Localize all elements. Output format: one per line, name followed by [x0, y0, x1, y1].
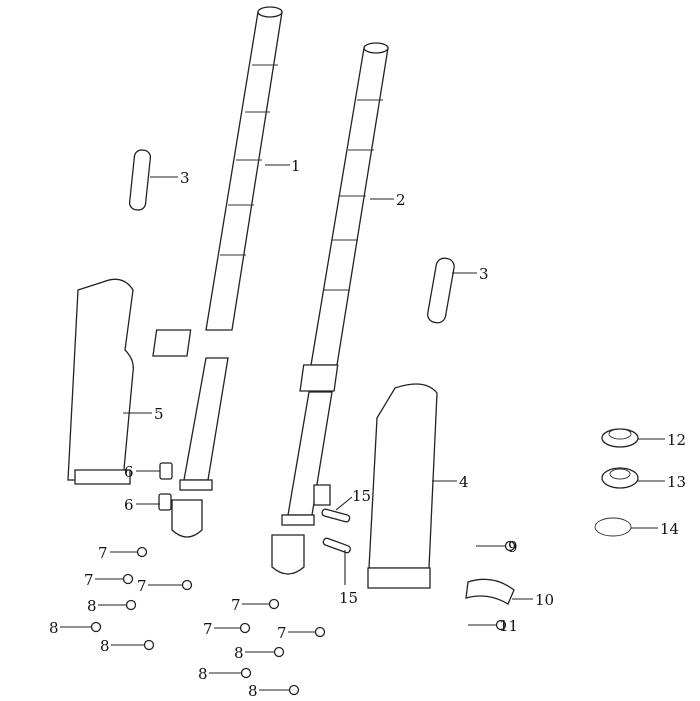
callout-label-6: 6: [124, 463, 134, 481]
fork-leg-1: [152, 6, 283, 538]
callout-label-8: 8: [100, 637, 110, 655]
fastener-7: [122, 573, 134, 585]
callout-label-7: 7: [231, 596, 241, 614]
fastener-7: [239, 622, 251, 634]
fork-guard-5: [67, 278, 134, 481]
callout-label-11: 11: [499, 617, 518, 635]
fastener-8: [240, 667, 252, 679]
fork-guard-4: [368, 383, 438, 569]
callout-label-8: 8: [234, 644, 244, 662]
fastener-7: [314, 626, 326, 638]
fastener-7: [136, 546, 148, 558]
callout-label-7: 7: [98, 544, 108, 562]
callout-label-4: 4: [459, 473, 469, 491]
seal-13: [601, 467, 639, 489]
callout-label-10: 10: [535, 591, 554, 609]
pad-3a: [128, 149, 152, 211]
clamp-10: [465, 578, 515, 605]
fastener-8: [143, 639, 155, 651]
callout-label-14: 14: [660, 520, 679, 538]
pad-3b: [427, 257, 455, 324]
seal-12: [601, 428, 639, 448]
callout-label-15: 15: [352, 487, 371, 505]
leader-line: [335, 496, 353, 511]
fork-leg-2: [271, 42, 389, 575]
callout-label-7: 7: [203, 620, 213, 638]
fastener-8: [125, 599, 137, 611]
callout-label-1: 1: [291, 157, 301, 175]
fastener-8: [273, 646, 285, 658]
fastener-11: [495, 619, 507, 631]
callout-label-7: 7: [84, 571, 94, 589]
fastener-7: [181, 579, 193, 591]
fastener-8: [288, 684, 300, 696]
callout-label-6: 6: [124, 496, 134, 514]
callout-label-9: 9: [508, 538, 518, 556]
callout-label-8: 8: [198, 665, 208, 683]
callout-label-7: 7: [137, 577, 147, 595]
ring-14: [594, 517, 632, 537]
callout-label-5: 5: [154, 405, 164, 423]
fastener-8: [90, 621, 102, 633]
callout-label-15: 15: [339, 589, 358, 607]
callout-label-3: 3: [180, 169, 190, 187]
callout-label-7: 7: [277, 624, 287, 642]
callout-label-8: 8: [49, 619, 59, 637]
callout-label-8: 8: [248, 682, 258, 700]
callout-label-3: 3: [479, 265, 489, 283]
callout-label-8: 8: [87, 597, 97, 615]
callout-label-13: 13: [667, 473, 686, 491]
callout-label-2: 2: [396, 191, 406, 209]
fastener-9: [504, 540, 516, 552]
fastener-7: [268, 598, 280, 610]
callout-label-12: 12: [667, 431, 686, 449]
